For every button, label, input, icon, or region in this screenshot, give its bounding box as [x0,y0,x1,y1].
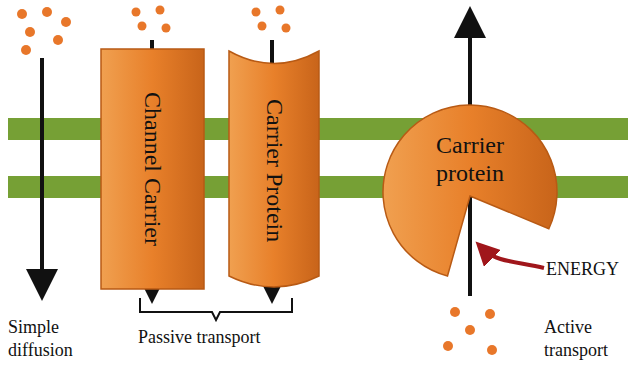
node-label: Carrier Protein [260,70,288,272]
energy-arrow [484,250,544,268]
node-label: Channel Carrier [139,68,167,270]
carrier-shape: Carrier Protein [228,50,320,292]
caption-label: ENERGY [546,258,624,281]
bracket [140,298,292,320]
diffusion-arrow [40,58,44,285]
carrier-shape: Carrier protein [382,102,558,278]
carrier-shape: Channel Carrier [100,48,205,290]
caption-label: Active transport [544,316,624,363]
node-outline [382,102,558,278]
caption-label: Passive transport [138,326,308,349]
node-label: Carrier protein [420,132,520,187]
caption-label: Simple diffusion [8,316,98,363]
